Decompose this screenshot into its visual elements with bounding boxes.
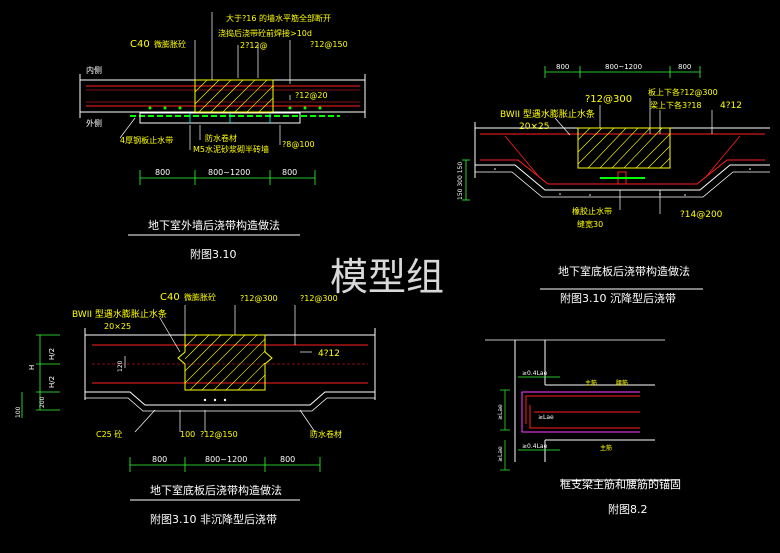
post-cast-zone — [194, 79, 274, 113]
label-20x25-d2: 20×25 — [519, 122, 549, 132]
rebar-d2-diag-r — [704, 135, 741, 179]
label-a8: ?8@100 — [282, 140, 315, 149]
label-2a12: 2?12@ — [240, 41, 268, 50]
slab-bottom-edge — [475, 164, 770, 191]
diagram-settlement-slab: 800 800~1200 800 BWII 型遇水膨胀止水条 20×25 ?12… — [457, 63, 770, 305]
label-m5: M5水泥砂浆砌半砖墙 — [193, 144, 269, 154]
label-lae3-d4: ≥Lae — [538, 414, 554, 421]
dim-100-d3: 100 — [15, 406, 22, 418]
dim-h2b-d3: H/2 — [48, 376, 56, 388]
label-lae5-d4: ≥Lae — [497, 446, 504, 462]
post-cast-zone-d3 — [177, 334, 273, 391]
title-d1: 地下室外墙后浇带构造做法 — [148, 218, 280, 232]
label-c25-d3: C25 砼 — [96, 429, 122, 439]
main-bar-bottom-d4 — [521, 400, 640, 433]
label-100-d3: 100 — [180, 430, 195, 439]
dim-d2-right: 800 — [678, 63, 691, 71]
label-waist-d4: 腰筋 — [616, 379, 628, 387]
label-120-d3: 120 — [117, 360, 124, 372]
label-a12-150: ?12@150 — [310, 40, 348, 49]
title-d2: 地下室底板后浇带构造做法 — [558, 264, 690, 278]
title-d4: 框支梁主筋和腰筋的锚固 — [560, 477, 681, 491]
label-inside: 内侧 — [86, 65, 102, 75]
label-lae1-d4: ≥0.4Lae — [522, 370, 548, 377]
label-a14-d2: ?14@200 — [680, 210, 723, 220]
label-bw-d2: BWII 型遇水膨胀止水条 — [500, 108, 595, 120]
dim-h2a-d3: H/2 — [48, 348, 56, 360]
dim-line-d1 — [139, 170, 316, 185]
label-outside: 外侧 — [86, 118, 102, 128]
slab-d3-bottom — [85, 391, 375, 406]
label-beam-d2: 梁上下各3?18 — [650, 100, 702, 110]
label-plate-d2: 板上下各?12@300 — [648, 87, 718, 97]
label-a12a-d3: ?12@300 — [240, 294, 278, 303]
dim-d3-left: 800 — [152, 455, 167, 464]
label-main-d4: 主筋 — [585, 379, 597, 387]
rebar-dots — [148, 106, 322, 110]
slab-d3-subbase — [85, 397, 375, 412]
diagram-beam-anchorage: ≥0.4Lae 主筋 腰筋 ≥Lae ≥Lae ≥Lae ≥0.4Lae 主筋 … — [485, 339, 681, 516]
title-d3: 地下室底板后浇带构造做法 — [150, 483, 282, 497]
label-main2-d4: 主筋 — [600, 444, 612, 452]
fig-d1: 附图3.10 — [190, 247, 237, 261]
gravel-dots-d2 — [494, 168, 751, 196]
label-a12-20: ?12@20 — [295, 91, 328, 100]
label-gap-d2: 缝宽30 — [577, 219, 603, 229]
label-lae4-d4: ≥Lae — [497, 404, 504, 420]
diagram-outer-wall: 大于?16 的墙水平筋全部断开 浇捣后浇带砼前焊接>10d C40 微膨胀砼 2… — [79, 12, 366, 261]
label-waterproof: 防水卷材 — [205, 133, 237, 143]
rebar-d2-diag-l — [504, 135, 541, 179]
label-c40: C40 — [130, 39, 150, 50]
label-top1: 大于?16 的墙水平筋全部断开 — [226, 13, 331, 23]
dim-side-d2-text: 150 300 150 — [457, 162, 464, 200]
dim-200-d3: 200 — [39, 396, 46, 408]
dim-line-d3 — [129, 457, 321, 472]
label-water-stop: 4厚钢板止水带 — [120, 135, 173, 145]
slab-subbase — [475, 171, 770, 198]
label-rubber-d2: 橡胶止水带 — [572, 206, 612, 216]
post-cast-hatch-d3 — [184, 334, 266, 391]
brick-hatch — [189, 113, 271, 123]
label-c40b: 微膨胀砼 — [154, 39, 186, 49]
dim-side-d3 — [21, 334, 60, 418]
label-c40-d3: C40 — [160, 292, 180, 303]
dim-d3-mid: 800~1200 — [205, 455, 247, 464]
fig-d4: 附图8.2 — [608, 502, 648, 516]
fig-d2: 附图3.10 沉降型后浇带 — [560, 291, 676, 305]
dim-d1-left: 800 — [155, 168, 170, 177]
main-bar-bottom2-d4 — [529, 405, 640, 429]
dim-d2-left: 800 — [556, 63, 569, 71]
label-a12c-d3: ?12@150 — [200, 430, 238, 439]
watermark-text: 模型组 — [330, 255, 444, 299]
label-lae2-d4: ≥0.4Lae — [522, 443, 548, 450]
leader-lines-d2 — [554, 98, 713, 214]
main-bar-top2-d4 — [525, 395, 640, 424]
diagram-non-settlement-slab: C40 微膨胀砼 BWII 型遇水膨胀止水条 20×25 ?12@300 ?12… — [15, 292, 376, 526]
dim-side-d2 — [462, 159, 470, 201]
dim-d1-right: 800 — [282, 168, 297, 177]
fig-d3: 附图3.10 非沉降型后浇带 — [150, 512, 277, 526]
post-cast-hatch-d2 — [577, 127, 671, 169]
dim-line-d2 — [544, 66, 701, 78]
label-a12b-d3: ?12@300 — [300, 294, 338, 303]
label-20x25-d3: 20×25 — [104, 322, 131, 331]
label-waterproof-d3: 防水卷材 — [310, 429, 342, 439]
rebar-dots-d3 — [203, 398, 227, 402]
label-a12-d2: ?12@300 — [585, 94, 632, 105]
post-cast-hatch — [194, 79, 274, 113]
leader-lines-d1 — [119, 12, 291, 150]
label-c40b-d3: 微膨胀砼 — [184, 292, 216, 302]
label-4a12-d2: 4?12 — [720, 101, 742, 111]
dim-h-d3: H — [28, 365, 36, 370]
half-brick-wall — [139, 112, 301, 124]
dim-lines-d4 — [500, 376, 560, 471]
dim-d2-mid: 800~1200 — [605, 63, 642, 71]
label-bw-d3: BWII 型遇水膨胀止水条 — [72, 308, 167, 320]
label-top2: 浇捣后浇带砼前焊接>10d — [218, 28, 312, 38]
leader-lines-d3 — [124, 305, 316, 433]
dim-d1-mid: 800~1200 — [208, 168, 250, 177]
label-4a12-d3: 4?12 — [318, 349, 340, 359]
dim-d3-right: 800 — [280, 455, 295, 464]
